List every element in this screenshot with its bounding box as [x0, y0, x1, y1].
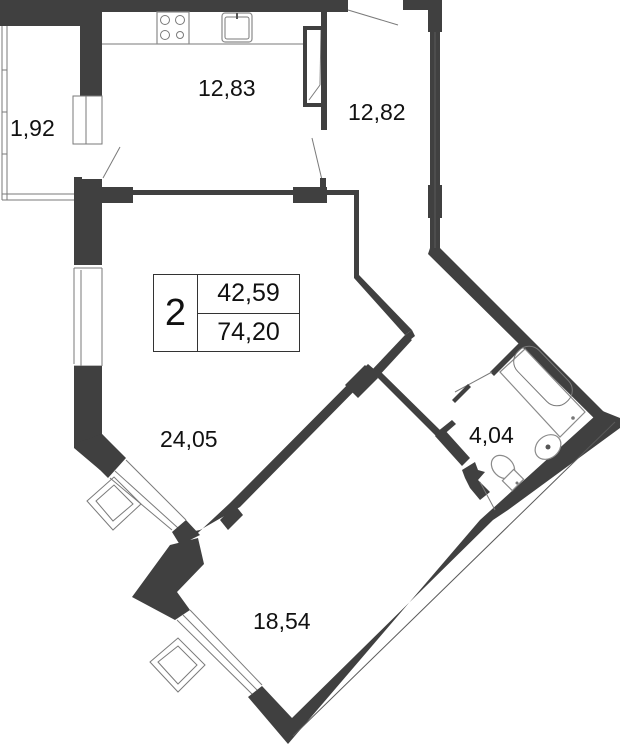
- living-room-window-bottom: [86, 459, 187, 531]
- bedroom-window: [149, 609, 263, 698]
- washbasin-icon: [534, 434, 562, 460]
- room-area-bedroom: 18,54: [253, 608, 311, 634]
- toilet-icon: [490, 454, 525, 492]
- bedroom-corner-wall: [132, 538, 204, 620]
- room-area-balcony: 1,92: [10, 115, 55, 141]
- living-area: 42,59: [198, 275, 299, 314]
- kitchen-counter: [102, 11, 305, 45]
- right-exterior-wall-upper: [428, 0, 442, 32]
- right-diagonal-wall: [428, 248, 615, 430]
- rooms-count: 2: [154, 275, 198, 351]
- apartment-summary-box: 2 42,59 74,20: [153, 274, 300, 352]
- left-exterior-wall: [74, 195, 102, 265]
- total-area: 74,20: [217, 317, 280, 346]
- living-room-window-left: [73, 267, 103, 367]
- balcony-outline: [1, 26, 76, 201]
- bathtub-icon: [499, 345, 586, 438]
- room-area-kitchen: 12,83: [198, 75, 256, 101]
- room-area-living-room: 24,05: [160, 426, 218, 452]
- room-area-bathroom: 4,04: [469, 422, 514, 448]
- bottom-exterior-wall: [248, 410, 620, 744]
- room-area-hallway: 12,82: [348, 99, 406, 125]
- top-wall: [0, 0, 348, 12]
- balcony-kitchen-wall: [80, 12, 102, 96]
